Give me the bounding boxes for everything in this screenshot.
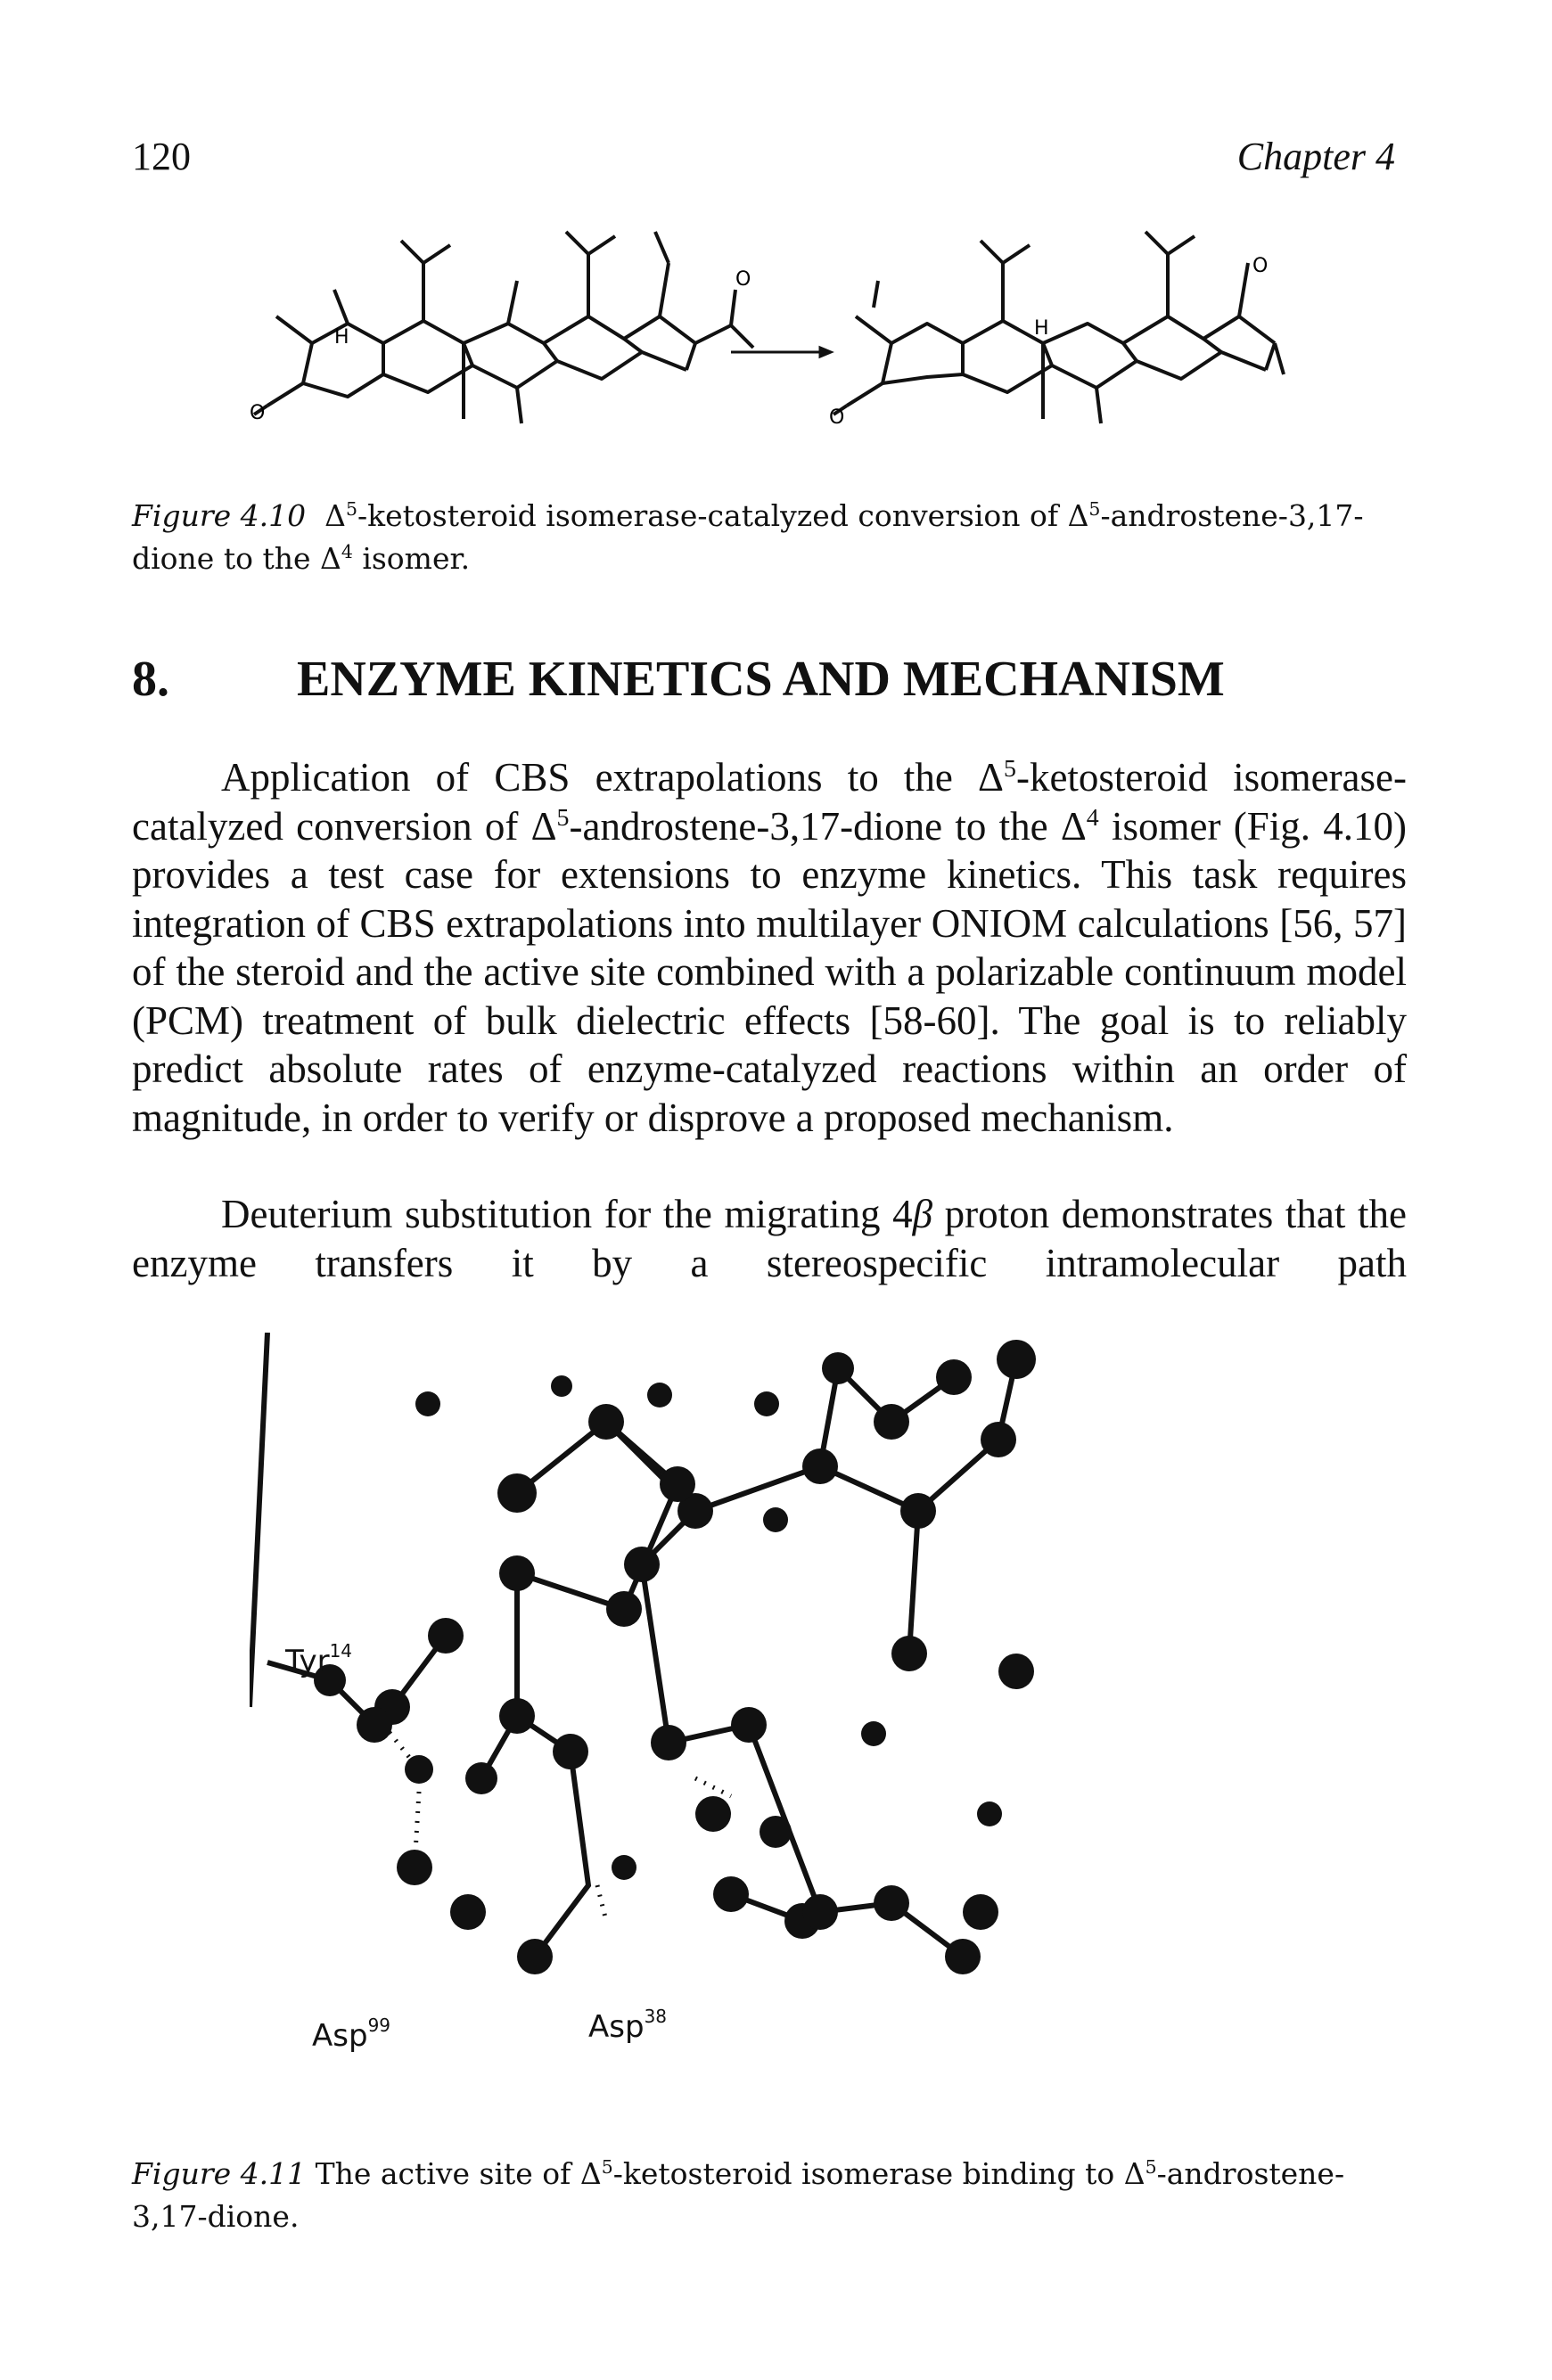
product-steroid-structure <box>832 230 1285 424</box>
atom-spheres <box>314 1340 1036 1974</box>
tyr-label: Tyr14 <box>284 1640 352 1679</box>
superscript: 4 <box>341 541 353 562</box>
paragraph-text: Application of CBS extrapolations to the… <box>221 755 1004 800</box>
active-site-model-figure: Tyr14 Asp99 Asp38 <box>250 1333 1036 2054</box>
reaction-arrow <box>731 345 834 359</box>
superscript: 5 <box>345 498 357 520</box>
body-paragraph: Deuterium substitution for the migrating… <box>132 1190 1407 1287</box>
paragraph-text: isomer (Fig. 4.10) provides a test case … <box>132 803 1407 1140</box>
superscript: 5 <box>556 803 570 832</box>
superscript: 5 <box>1088 498 1101 520</box>
superscript: 4 <box>1086 803 1099 832</box>
caption-text: The active site of Δ <box>306 2156 602 2191</box>
oxygen-label: O <box>1252 255 1268 277</box>
body-paragraph: Application of CBS extrapolations to the… <box>132 753 1407 1142</box>
caption-text: -ketosteroid isomerase-catalyzed convers… <box>357 498 1089 533</box>
caption-text: isomer. <box>352 541 471 576</box>
caption-text: -ketosteroid isomerase binding to Δ <box>612 2156 1146 2191</box>
page-number: 120 <box>132 135 191 178</box>
section-number: 8. <box>132 652 169 707</box>
superscript: 5 <box>1145 2156 1157 2178</box>
paragraph-text: Deuterium substitution for the migrating… <box>221 1192 913 1236</box>
oxygen-label: O <box>735 268 751 291</box>
oxygen-label: O <box>250 402 265 424</box>
steroid-conversion-figure: H O O H O O <box>250 230 1285 429</box>
oxygen-label: O <box>829 406 844 429</box>
asp99-label: Asp99 <box>312 2015 390 2054</box>
figure-number: Figure 4.11 <box>132 2156 307 2191</box>
asp38-label: Asp38 <box>588 2006 667 2045</box>
hydrogen-bond-dots <box>382 1723 733 1922</box>
hydrogen-label: H <box>334 326 349 349</box>
hydrogen-label: H <box>1034 317 1049 340</box>
section-heading: 8. ENZYME KINETICS AND MECHANISM <box>132 651 1225 708</box>
beta-symbol: β <box>912 1192 933 1236</box>
paragraph-text: -androstene-3,17-dione to the Δ <box>569 803 1087 849</box>
paragraph-text: proton demonstrates that the enzyme tran… <box>132 1192 1407 1285</box>
superscript: 5 <box>1004 755 1016 783</box>
superscript: 5 <box>601 2156 613 2178</box>
caption-text: -androstene-3,17-dione to the Δ <box>132 498 1364 576</box>
section-title: ENZYME KINETICS AND MECHANISM <box>297 652 1225 707</box>
figure-number: Figure 4.10 <box>132 498 307 533</box>
figure-caption: Figure 4.10 Δ5-ketosteroid isomerase-cat… <box>132 495 1416 580</box>
chapter-heading: Chapter 4 <box>1236 135 1395 178</box>
paragraph-text: -ketosteroid isomerase-catalyzed convers… <box>132 755 1408 849</box>
figure-caption: Figure 4.11 The active site of Δ5-ketost… <box>132 2153 1416 2238</box>
caption-text: Δ <box>324 498 346 533</box>
reactant-steroid-structure <box>252 230 755 424</box>
residue-labels: Tyr14 Asp99 Asp38 <box>284 1640 667 2054</box>
caption-text: -androstene-3,17-dione. <box>132 2156 1345 2234</box>
